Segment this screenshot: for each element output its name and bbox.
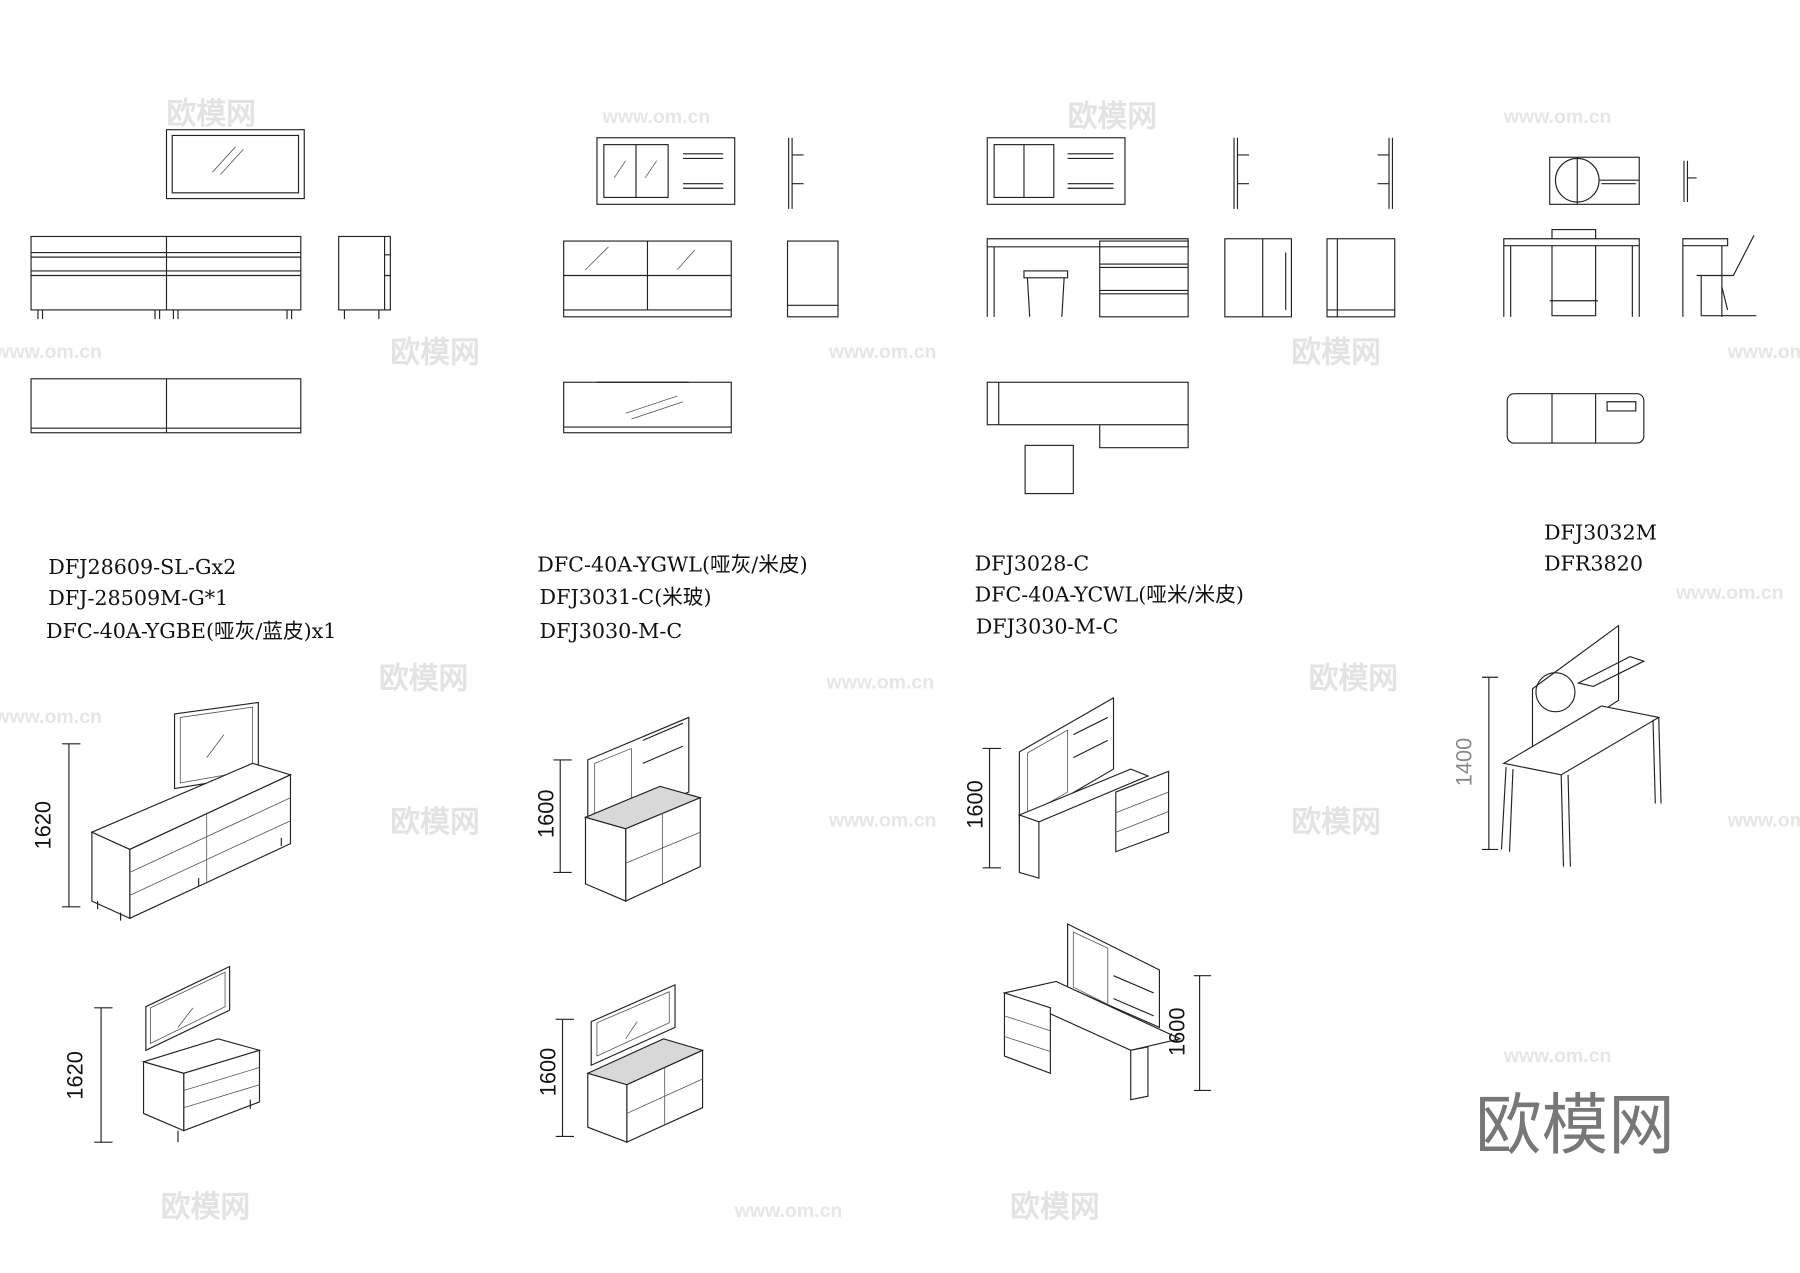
watermark-url: www.om.cn	[828, 809, 937, 831]
watermark-logo: 欧模网	[379, 662, 468, 697]
watermark-logo: 欧模网	[1010, 1190, 1099, 1225]
dimension-label: 1600	[533, 789, 558, 838]
group-4-drawings: 1400	[1452, 156, 1757, 867]
watermark-url: www.om.cn	[1727, 341, 1800, 363]
model-label: DFC-40A-YGBE(哑灰/蓝皮)x1	[46, 619, 336, 643]
group-1-labels: DFJ28609-SL-Gx2 DFJ-28509M-G*1 DFC-40A-Y…	[46, 555, 336, 643]
watermark-logo: 欧模网	[161, 1190, 250, 1225]
watermark-url: www.om.cn	[734, 1200, 843, 1222]
group-2-drawings: 1600 1600	[533, 137, 839, 1144]
model-label: DFJ3030-M-C	[540, 619, 683, 643]
dimension-label: 1400	[1452, 738, 1477, 787]
dimension-label: 1600	[536, 1048, 561, 1097]
model-label: DFR3820	[1544, 551, 1643, 575]
group-2-labels: DFC-40A-YGWL(哑灰/米皮) DFJ3031-C(米玻) DFJ303…	[537, 553, 807, 644]
watermark-url: www.om.cn	[1503, 1045, 1612, 1067]
model-label: DFC-40A-YCWL(哑米/米皮)	[975, 582, 1244, 606]
watermark-url: www.om.cn	[1503, 106, 1612, 128]
group-1-drawings: 1620 1620	[30, 129, 391, 1143]
watermark-logo: 欧模网	[390, 336, 479, 371]
watermark-logo: 欧模网	[390, 805, 479, 840]
model-label: DFC-40A-YGWL(哑灰/米皮)	[537, 553, 807, 577]
watermark-logo: 欧模网	[1291, 336, 1380, 371]
dimension-label: 1600	[1165, 1008, 1190, 1057]
watermark-url: www.om.cn	[1727, 809, 1800, 831]
watermark-url: www.om.cn	[0, 706, 102, 728]
group-3-drawings: 1600 1600	[963, 137, 1396, 1101]
model-label: DFJ3031-C(米玻)	[540, 585, 712, 609]
model-label: DFJ3028-C	[975, 551, 1090, 575]
watermark-url: www.om.cn	[826, 672, 935, 694]
watermark-logo: 欧模网	[1291, 805, 1380, 840]
watermark-url: www.om.cn	[602, 106, 711, 128]
watermark-logo: 欧模网	[1309, 662, 1398, 697]
dimension-label: 1600	[963, 780, 988, 829]
watermark-logo-large: 欧模网	[1475, 1086, 1675, 1164]
watermark-url: www.om.cn	[1675, 582, 1784, 604]
dimension-label: 1620	[31, 801, 56, 850]
model-label: DFJ3030-M-C	[976, 615, 1119, 639]
model-label: DFJ28609-SL-Gx2	[48, 555, 236, 579]
watermark-layer: 欧模网 欧模网 欧模网 欧模网 欧模网 欧模网 欧模网 欧模网 欧模网 欧模网 …	[0, 97, 1800, 1225]
watermark-logo: 欧模网	[167, 97, 256, 132]
watermark-logo: 欧模网	[1068, 99, 1157, 134]
model-label: DFJ-28509M-G*1	[48, 586, 228, 610]
group-3-labels: DFJ3028-C DFC-40A-YCWL(哑米/米皮) DFJ3030-M-…	[975, 551, 1244, 638]
dimension-label: 1620	[63, 1051, 88, 1100]
model-label: DFJ3032M	[1544, 521, 1657, 545]
watermark-url: www.om.cn	[828, 341, 937, 363]
watermark-url: www.om.cn	[0, 341, 102, 363]
group-4-labels: DFJ3032M DFR3820	[1544, 521, 1657, 576]
